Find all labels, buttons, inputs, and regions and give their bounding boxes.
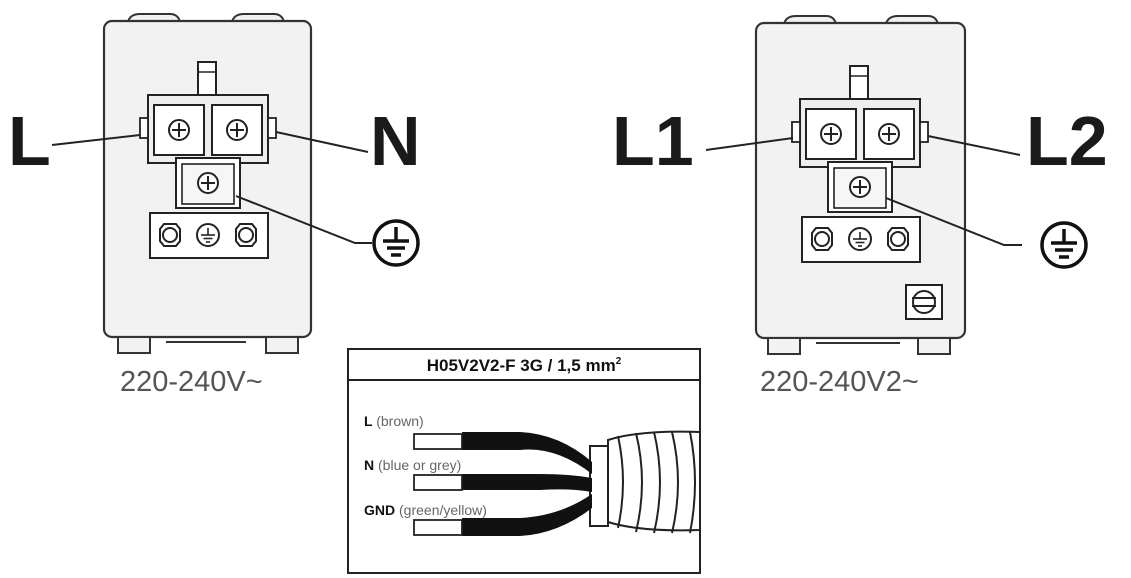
screw-terminal-icon — [878, 123, 900, 145]
leader-line — [705, 137, 794, 151]
screw-terminal-icon — [849, 176, 871, 198]
right-terminal-block — [754, 15, 967, 355]
leader-line — [51, 134, 141, 146]
screw-terminal-icon — [168, 119, 190, 141]
left-voltage: 220-240V~ — [120, 366, 263, 398]
nut-icon — [811, 227, 833, 251]
nut-icon — [159, 223, 181, 247]
left-label-N: N — [370, 102, 421, 180]
screw-terminal-icon — [820, 123, 842, 145]
left-label-L: L — [8, 102, 51, 180]
bridge-link-icon — [849, 65, 869, 103]
screw-terminal-icon — [226, 119, 248, 141]
cable-title: H05V2V2-F 3G / 1,5 mm2 — [427, 356, 622, 375]
ground-small-icon — [848, 227, 872, 251]
leader-line — [885, 197, 1022, 246]
leader-line — [275, 131, 369, 153]
bridge-link-icon — [197, 61, 217, 99]
wire-label-L: L (brown) — [364, 413, 424, 429]
right-label-L2: L2 — [1026, 102, 1108, 180]
right-label-L1: L1 — [612, 102, 694, 180]
leader-line — [927, 135, 1021, 156]
nut-icon — [887, 227, 909, 251]
right-voltage: 220-240V2~ — [760, 366, 919, 398]
nut-icon — [235, 223, 257, 247]
leader-line — [235, 195, 372, 244]
ground-symbol-icon — [372, 219, 420, 267]
screw-terminal-icon — [197, 172, 219, 194]
cable-spec-box: H05V2V2-F 3G / 1,5 mm2 L (brown) N (blue… — [347, 348, 701, 574]
clip-icon — [905, 284, 943, 320]
wire-label-GND: GND (green/yellow) — [364, 502, 487, 518]
wire-label-N: N (blue or grey) — [364, 457, 461, 473]
left-terminal-block — [102, 13, 313, 354]
ground-small-icon — [196, 223, 220, 247]
ground-symbol-icon — [1040, 221, 1088, 269]
cable-drawing — [413, 430, 701, 536]
